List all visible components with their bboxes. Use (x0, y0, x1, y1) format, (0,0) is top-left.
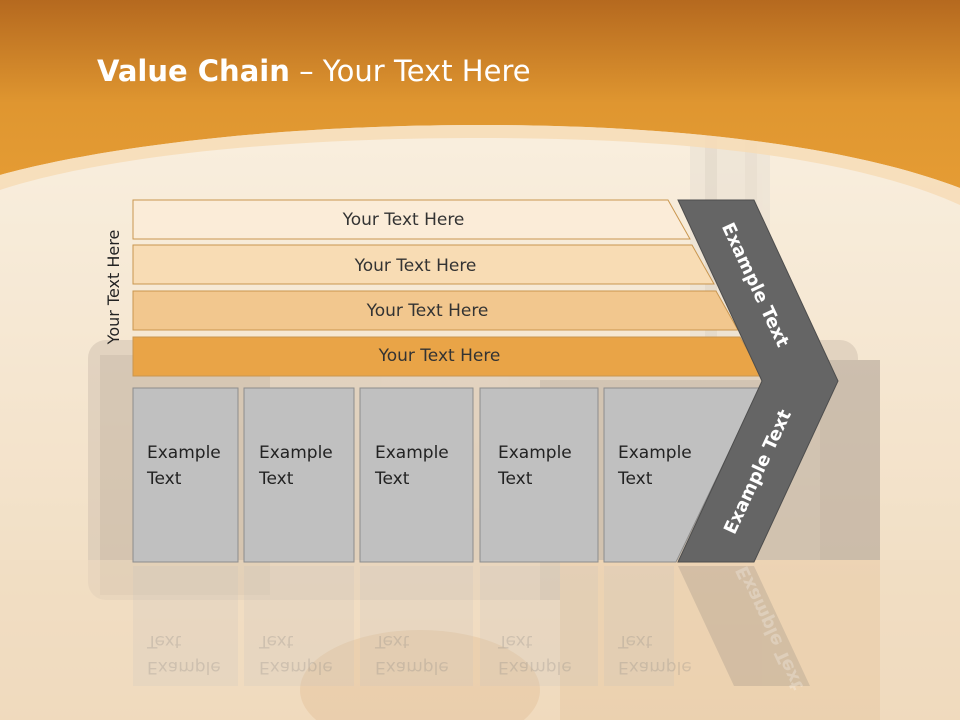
band-4: Your Text Here (133, 336, 762, 376)
vertical-label: Your Text Here (104, 229, 123, 345)
cell-shape-1 (132, 387, 239, 563)
band-1: Your Text Here (133, 200, 690, 240)
band-label-1: Your Text Here (342, 210, 465, 230)
cell-1-line1: Example (147, 443, 221, 463)
band-shape-2 (132, 244, 715, 285)
band-label-2: Your Text Here (354, 256, 477, 276)
band-shape-1 (132, 199, 691, 240)
cell-3-line1: Example (375, 443, 449, 463)
cell-4-line2: Text (498, 469, 533, 489)
cell-shape-2 (243, 387, 355, 563)
band-label-4: Your Text Here (378, 346, 501, 366)
chevron-shape (677, 199, 839, 563)
slide-title: Value Chain – Your Text Here (97, 54, 531, 88)
cell-5-line1: Example (618, 443, 692, 463)
cell-shape-3 (359, 387, 474, 563)
cell-2-line2: Text (259, 469, 294, 489)
title-bold: Value Chain (97, 54, 290, 88)
band-label-3: Your Text Here (366, 301, 489, 321)
cell-shape-4 (479, 387, 599, 563)
cell-shape-5 (603, 387, 761, 563)
cell-3-line2: Text (375, 469, 410, 489)
cell-2-line1: Example (259, 443, 333, 463)
reflection-shapes (133, 566, 810, 686)
title-rest: – Your Text Here (289, 54, 531, 88)
cell-4-line1: Example (498, 443, 572, 463)
band-3: Your Text Here (133, 291, 738, 331)
cell-1-line2: Text (147, 469, 182, 489)
cell-5-line2: Text (618, 469, 653, 489)
band-2: Your Text Here (133, 246, 714, 286)
